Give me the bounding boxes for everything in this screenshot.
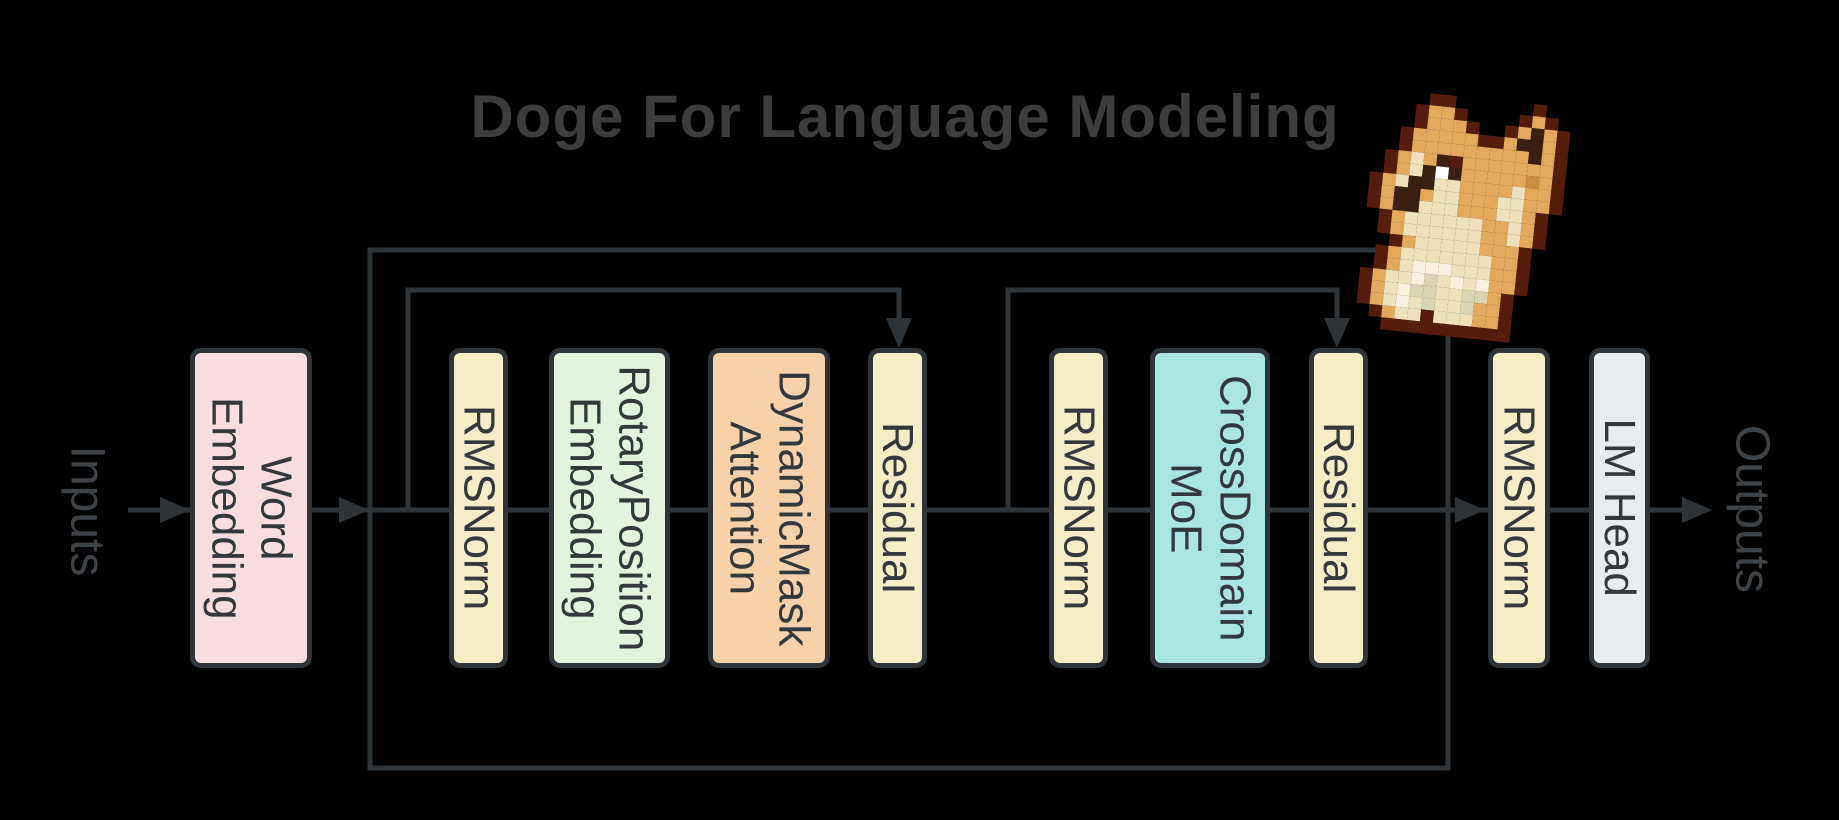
block-residual-1-label: Residual: [873, 422, 923, 594]
doge-image: [1354, 88, 1586, 348]
page-title: Doge For Language Modeling: [470, 83, 1340, 150]
block-lm-head-label: LM Head: [1595, 418, 1645, 598]
block-rmsnorm-1-label: RMSNorm: [454, 405, 504, 611]
inputs-label: Inputs: [60, 445, 114, 577]
block-dynamicmask-attention-label: DynamicMask Attention: [720, 369, 819, 647]
outputs-label: Outputs: [1725, 424, 1779, 594]
block-rotary-position-embedding-label: RotaryPosition Embedding: [560, 364, 659, 652]
block-residual-2: Residual: [1309, 348, 1368, 668]
arrowhead-into-residual-1-icon: [886, 318, 912, 348]
block-crossdomain-moe-label: CrossDomain MoE: [1161, 374, 1260, 642]
block-crossdomain-moe: CrossDomain MoE: [1150, 348, 1270, 668]
block-residual-2-label: Residual: [1314, 422, 1364, 594]
skip-connection-moe: [1005, 287, 1340, 510]
block-residual-1: Residual: [868, 348, 927, 668]
arrowhead-into-residual-2-icon: [1324, 318, 1350, 348]
block-rmsnorm-3-label: RMSNorm: [1494, 405, 1544, 611]
block-lm-head: LM Head: [1589, 348, 1650, 668]
arrowhead-into-word-embedding-icon: [160, 497, 190, 523]
block-rmsnorm-2: RMSNorm: [1049, 348, 1108, 668]
block-rmsnorm-2-label: RMSNorm: [1054, 405, 1104, 611]
block-rmsnorm-1: RMSNorm: [449, 348, 508, 668]
arrowhead-into-layer-loop-icon: [339, 497, 369, 523]
skip-connection-attention: [405, 287, 902, 510]
block-word-embedding: Word Embedding: [190, 348, 312, 668]
block-dynamicmask-attention: DynamicMask Attention: [708, 348, 830, 668]
block-rotary-position-embedding: RotaryPosition Embedding: [549, 348, 670, 668]
arrowhead-into-outputs-icon: [1682, 497, 1712, 523]
block-rmsnorm-3: RMSNorm: [1488, 348, 1550, 668]
block-word-embedding-label: Word Embedding: [202, 396, 301, 620]
arrowhead-into-final-rmsnorm-icon: [1455, 497, 1485, 523]
